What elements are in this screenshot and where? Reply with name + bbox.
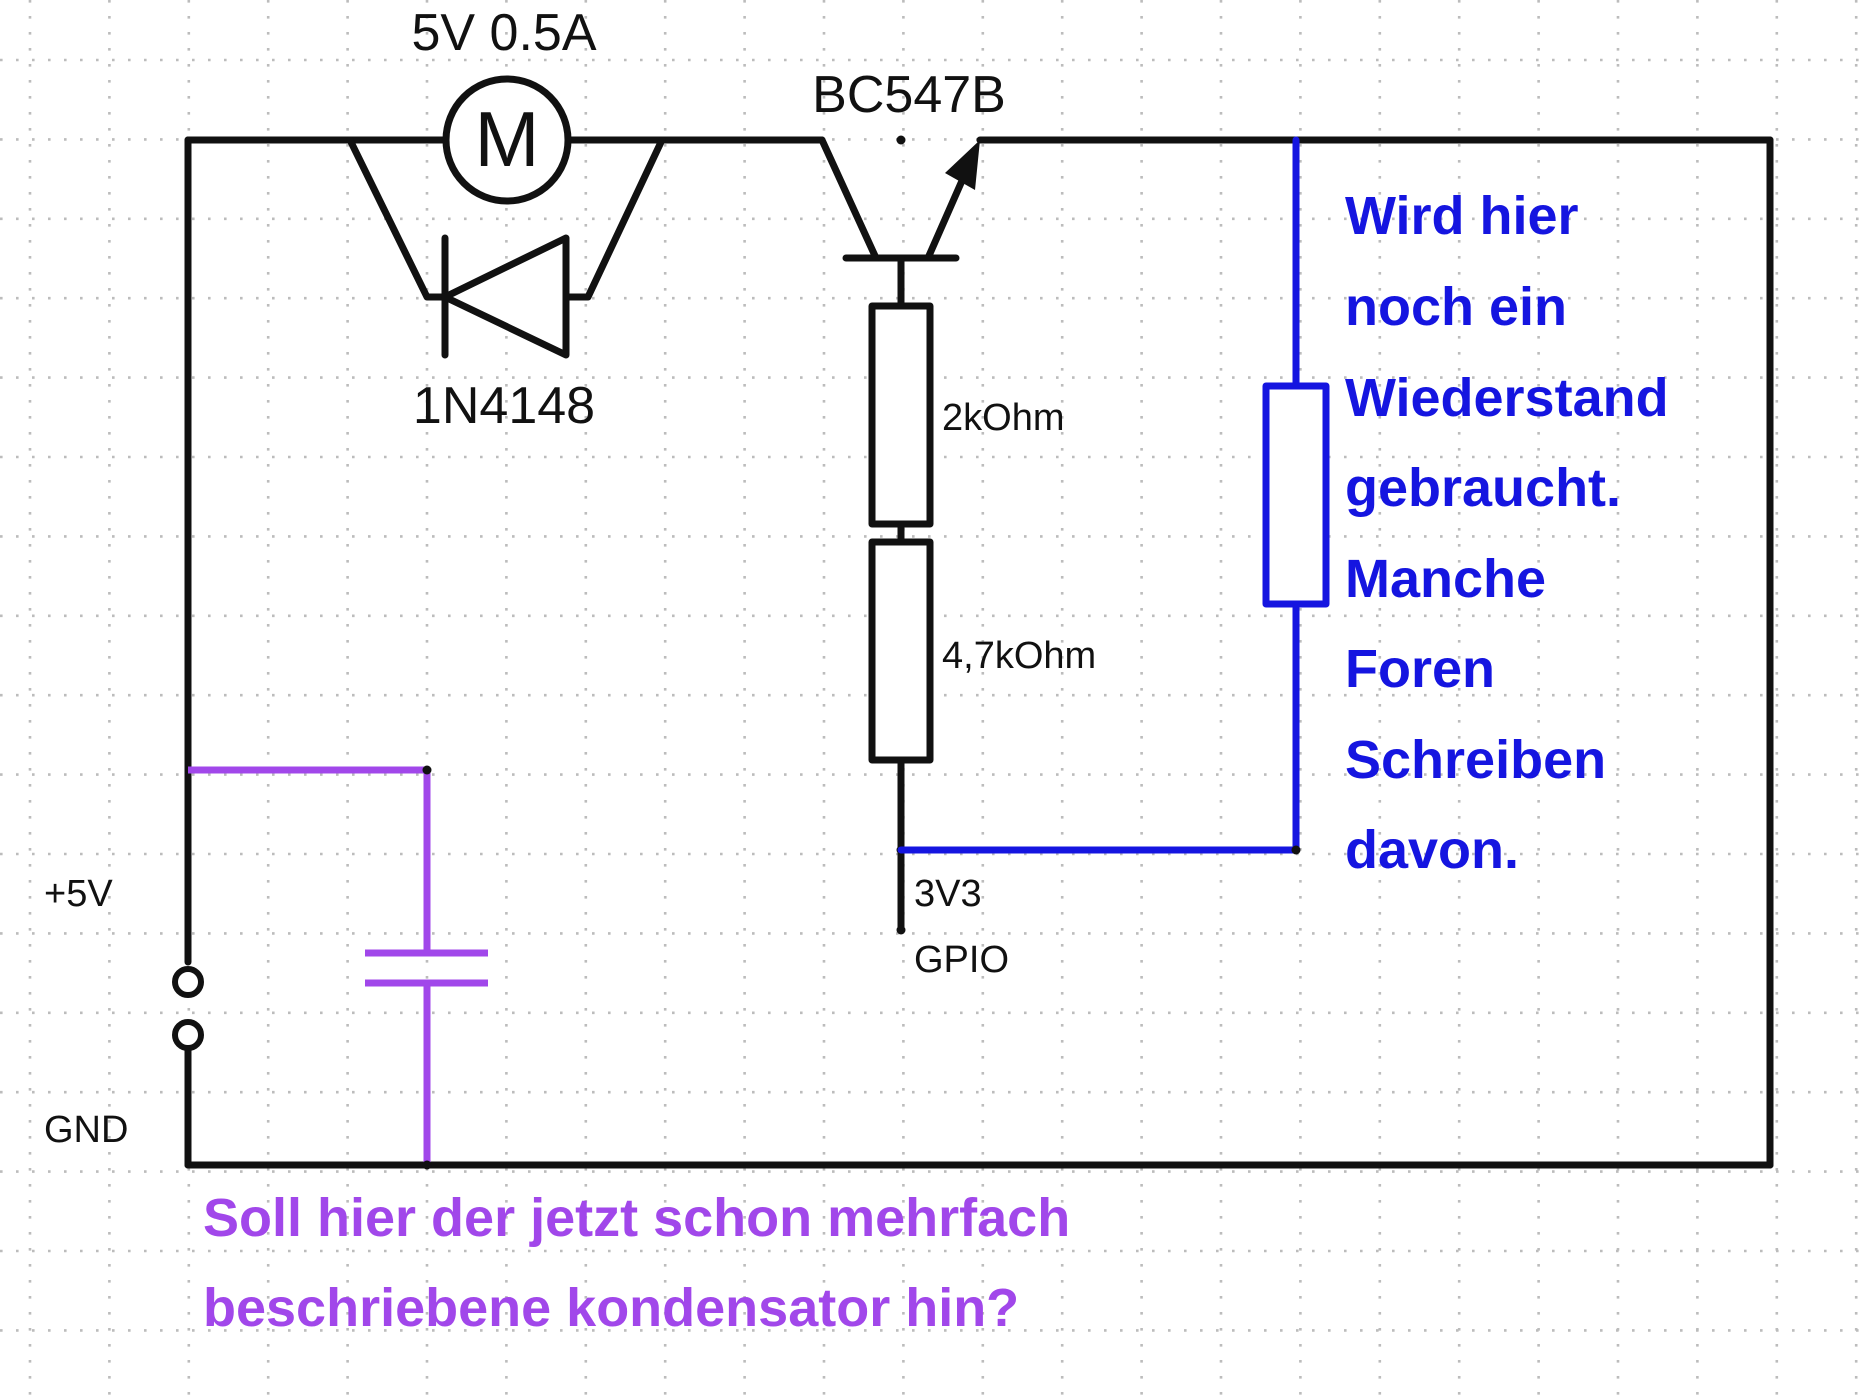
resistor-question-note: Wird hier noch ein Wiederstand gebraucht… bbox=[1345, 186, 1669, 880]
resistor-4k7ohm-icon bbox=[868, 538, 934, 764]
diode-icon bbox=[441, 234, 570, 359]
note-line: davon. bbox=[1345, 820, 1519, 880]
motor-diode-assembly bbox=[346, 75, 666, 359]
capacitor-bottom-dot bbox=[422, 1160, 432, 1170]
gpio-level-label: 3V3 bbox=[914, 873, 982, 915]
note-line: Soll hier der jetzt schon mehrfach bbox=[203, 1188, 1070, 1248]
resistor-2kohm-label: 2kOhm bbox=[942, 397, 1064, 439]
capacitor-top-lead bbox=[188, 766, 431, 953]
diode-lead-left bbox=[346, 136, 449, 301]
motor-icon bbox=[442, 75, 572, 205]
circuit-wires bbox=[184, 136, 1774, 1169]
supply-terminals bbox=[172, 966, 204, 1051]
diode-lead-right bbox=[562, 136, 666, 301]
transistor-marker-dot bbox=[896, 135, 906, 145]
gpio-label: GPIO bbox=[914, 939, 1009, 981]
motor-symbol: M bbox=[475, 95, 540, 183]
series-resistors bbox=[868, 302, 934, 934]
note-line: noch ein bbox=[1345, 277, 1567, 337]
note-line: Manche bbox=[1345, 549, 1546, 609]
suggested-resistor-icon bbox=[1262, 382, 1330, 608]
gnd-label: GND bbox=[44, 1109, 128, 1151]
note-line: Schreiben bbox=[1345, 730, 1606, 790]
transistor-collector bbox=[818, 136, 880, 262]
transistor-icon bbox=[818, 136, 976, 309]
diode-label: 1N4148 bbox=[413, 377, 595, 435]
note-line: beschriebene kondensator hin? bbox=[203, 1278, 1019, 1338]
suggested-capacitor bbox=[188, 766, 488, 1165]
resistor-4k7ohm-label: 4,7kOhm bbox=[942, 635, 1096, 677]
note-line: Wird hier bbox=[1345, 186, 1579, 246]
plus-5v-label: +5V bbox=[44, 873, 113, 915]
capacitor-question-note: Soll hier der jetzt schon mehrfach besch… bbox=[203, 1188, 1070, 1338]
motor-label: 5V 0.5A bbox=[411, 4, 596, 62]
note-line: gebraucht. bbox=[1345, 458, 1621, 518]
suggested-resistor bbox=[897, 136, 1330, 854]
capacitor-top-dot bbox=[422, 765, 432, 775]
note-line: Wiederstand bbox=[1345, 368, 1669, 428]
ground-terminal-icon bbox=[172, 1019, 204, 1051]
emitter-arrow-icon bbox=[945, 140, 980, 190]
resistor-2kohm-icon bbox=[868, 302, 934, 528]
note-line: Foren bbox=[1345, 639, 1495, 699]
blue-junction-dot bbox=[1291, 845, 1301, 855]
transistor-label: BC547B bbox=[812, 66, 1006, 124]
plus-terminal-icon bbox=[172, 966, 204, 998]
gpio-end-dot bbox=[896, 925, 906, 935]
